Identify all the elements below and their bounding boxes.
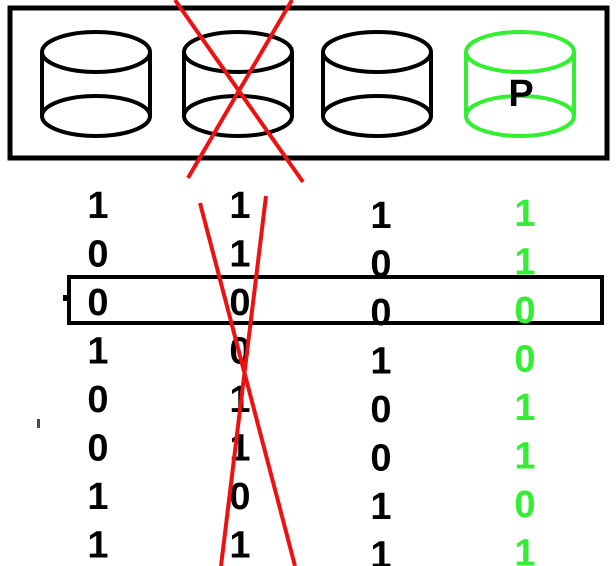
highlighted-row-box [67,275,604,325]
disk-2-failed [182,30,294,138]
bit-col3-row2: 0 [370,244,391,286]
failed-column-cross [198,195,297,566]
bit-col3-row7: 1 [370,486,391,528]
parity-disk-label: P [508,73,533,115]
disk-3 [321,30,433,138]
disk-1 [40,30,152,138]
bit-col1-row6: 0 [87,428,108,470]
bit-columns: 10010011110011011001001111001101 [87,185,535,566]
bit-col2-row3: 0 [229,282,250,324]
bit-col3-row3: 0 [370,292,391,334]
stray-mark [37,419,40,428]
bit-col1-row4: 1 [87,331,108,373]
bit-col4-row6: 1 [514,436,535,478]
bit-col1-row7: 1 [87,476,108,518]
bit-col1-row2: 0 [87,234,108,276]
bit-col3-row8: 1 [370,535,391,566]
bit-col4-row5: 1 [514,387,535,429]
bit-col1-row5: 0 [87,379,108,421]
bit-col2-row8: 1 [229,525,250,566]
failed-disk-cross [173,0,305,184]
bit-col3-row5: 0 [370,389,391,431]
bit-col1-row1: 1 [87,185,108,227]
bit-col1-row3: 0 [87,282,108,324]
bit-col3-row4: 1 [370,341,391,383]
bit-col2-row7: 0 [229,476,250,518]
bit-col2-row1: 1 [229,185,250,227]
bit-col4-row7: 0 [514,484,535,526]
bit-col4-row8: 1 [514,533,535,566]
bit-col4-row2: 1 [514,242,535,284]
bit-col1-row8: 1 [87,525,108,566]
bit-col4-row4: 0 [514,339,535,381]
bit-col4-row3: 0 [514,290,535,332]
bit-col3-row6: 0 [370,438,391,480]
bit-col3-row1: 1 [370,195,391,237]
parity-disk [464,30,576,138]
bit-col4-row1: 1 [514,193,535,235]
row-box-left-tick [63,295,67,301]
bit-col2-row2: 1 [229,234,250,276]
disk-array-enclosure [7,5,610,161]
